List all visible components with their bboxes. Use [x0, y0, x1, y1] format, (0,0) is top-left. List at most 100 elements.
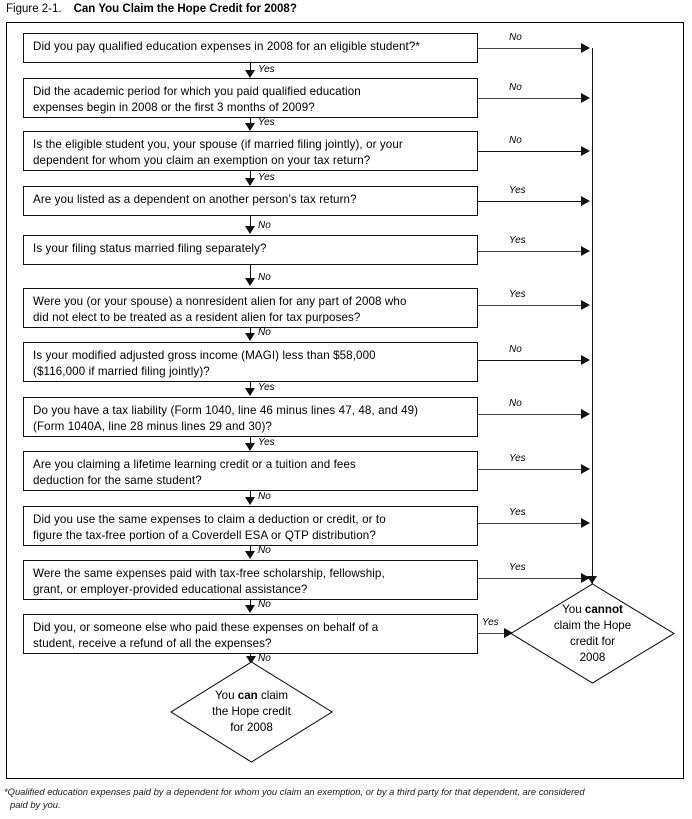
question-line: Did you pay qualified education expenses…: [33, 40, 421, 53]
arrow-right-icon: [581, 518, 590, 528]
arrow-right-icon: [504, 628, 513, 638]
figure-number: Figure 2-1.: [6, 3, 62, 15]
outcome-diamond-cannot[interactable]: You cannot claim the Hope credit for 200…: [510, 583, 675, 684]
arrow-right-icon: [581, 196, 590, 206]
branch-label-side-q12: Yes: [482, 617, 499, 628]
outcome-line-1-bold: cannot: [584, 602, 623, 616]
question-box-q2[interactable]: Did the academic period for which you pa…: [23, 78, 478, 118]
question-line: Were the same expenses paid with tax-fre…: [33, 567, 385, 580]
question-line: Is the eligible student you, your spouse…: [33, 138, 403, 151]
outcome-line-1-bold: can: [237, 689, 258, 702]
arrow-down-icon: [245, 443, 255, 451]
outcome-text-cannot: You cannot claim the Hope credit for 200…: [511, 584, 674, 683]
question-line: Did you, or someone else who paid these …: [33, 621, 379, 634]
question-line: did not elect to be treated as a residen…: [33, 311, 361, 324]
branch-label-down-q1: Yes: [258, 64, 275, 75]
question-line: Do you have a tax liability (Form 1040, …: [33, 404, 419, 417]
arrow-down-icon: [245, 551, 255, 559]
connector-side-q9: [478, 469, 584, 470]
question-box-q5[interactable]: Is your filing status married filing sep…: [23, 235, 478, 265]
question-line: Are you listed as a dependent on another…: [33, 193, 357, 206]
branch-label-down-q5: No: [258, 272, 271, 283]
branch-label-side-q5: Yes: [509, 235, 526, 246]
question-line: Were you (or your spouse) a nonresident …: [33, 295, 407, 308]
branch-label-down-q10: No: [258, 545, 271, 556]
connector-side-q7: [478, 360, 584, 361]
question-box-q3[interactable]: Is the eligible student you, your spouse…: [23, 131, 478, 171]
branch-label-down-q7: Yes: [258, 382, 275, 393]
branch-label-side-q9: Yes: [509, 453, 526, 464]
connector-down-q5: [250, 265, 251, 279]
arrow-down-icon: [245, 226, 255, 234]
question-line: Is your filing status married filing sep…: [33, 242, 267, 255]
connector-down-q7: [250, 382, 251, 390]
branch-label-side-q11: Yes: [509, 562, 526, 573]
arrow-down-icon: [246, 656, 256, 664]
connector-side-q5: [478, 251, 584, 252]
arrow-right-icon: [581, 573, 590, 583]
question-box-q7[interactable]: Is your modified adjusted gross income (…: [23, 342, 478, 382]
outcome-line-4: 2008: [579, 650, 606, 664]
arrow-right-icon: [581, 464, 590, 474]
arrow-down-icon: [245, 278, 255, 286]
question-line: deduction for the same student?: [33, 474, 202, 487]
branch-label-down-q3: Yes: [258, 172, 275, 183]
question-box-q12[interactable]: Did you, or someone else who paid these …: [23, 614, 478, 654]
question-box-q1[interactable]: Did you pay qualified education expenses…: [23, 33, 478, 63]
arrow-down-icon: [245, 605, 255, 613]
arrow-right-icon: [581, 355, 590, 365]
connector-side-q4: [478, 201, 584, 202]
question-box-q10[interactable]: Did you use the same expenses to claim a…: [23, 506, 478, 546]
branch-label-side-q1: No: [509, 32, 522, 43]
branch-label-side-q10: Yes: [509, 507, 526, 518]
outcome-line-1-pre: You: [562, 602, 585, 616]
branch-label-down-q11: No: [258, 599, 271, 610]
connector-right-trunk: [592, 48, 593, 585]
question-line: ($116,000 if married filing jointly)?: [33, 365, 210, 378]
question-line: expenses begin in 2008 or the first 3 mo…: [33, 101, 315, 114]
branch-label-side-q8: No: [509, 398, 522, 409]
question-box-q4[interactable]: Are you listed as a dependent on another…: [23, 186, 478, 216]
arrow-right-icon: [581, 246, 590, 256]
connector-side-q3: [478, 151, 584, 152]
branch-label-side-q7: No: [509, 344, 522, 355]
connector-down-q1: [250, 63, 251, 72]
arrow-down-icon: [245, 178, 255, 186]
question-line: grant, or employer-provided educational …: [33, 583, 308, 596]
figure-caption: Figure 2-1.Can You Claim the Hope Credit…: [6, 2, 666, 20]
diamond-shape-cannot: [510, 583, 675, 684]
branch-label-down-q4: No: [258, 220, 271, 231]
question-box-q8[interactable]: Do you have a tax liability (Form 1040, …: [23, 397, 478, 437]
outcome-line-2: claim the Hope: [553, 618, 632, 632]
question-line: Is your modified adjusted gross income (…: [33, 349, 376, 362]
question-line: Did the academic period for which you pa…: [33, 85, 361, 98]
question-box-q9[interactable]: Are you claiming a lifetime learning cre…: [23, 451, 478, 491]
branch-label-down-q6: No: [258, 327, 271, 338]
outcome-line-3: for 2008: [230, 721, 273, 734]
arrow-down-icon: [245, 388, 255, 396]
arrow-right-icon: [581, 43, 590, 53]
outcome-line-1-post: claim: [257, 689, 289, 702]
question-box-q11[interactable]: Were the same expenses paid with tax-fre…: [23, 560, 478, 600]
question-box-q6[interactable]: Were you (or your spouse) a nonresident …: [23, 288, 478, 328]
connector-side-q2: [478, 98, 584, 99]
branch-label-side-q3: No: [509, 135, 522, 146]
footnote-line-2: paid by you.: [10, 798, 61, 810]
connector-down-q8: [250, 437, 251, 444]
connector-side-q11: [478, 578, 584, 579]
arrow-right-icon: [581, 146, 590, 156]
branch-label-side-q6: Yes: [509, 289, 526, 300]
outcome-line-2: the Hope credit: [212, 705, 291, 718]
connector-side-q12: [478, 633, 511, 634]
outcome-diamond-can[interactable]: You can claim the Hope credit for 2008: [170, 661, 333, 763]
connector-side-q1: [478, 48, 584, 49]
question-line: dependent for whom you claim an exemptio…: [33, 154, 371, 167]
connector-down-q11: [250, 600, 251, 607]
arrow-right-icon: [581, 93, 590, 103]
arrow-down-icon: [245, 333, 255, 341]
outcome-line-3: credit for: [569, 634, 616, 648]
footnote: *Qualified education expenses paid by a …: [4, 786, 688, 811]
connector-down-q9: [250, 491, 251, 499]
arrow-down-icon: [245, 70, 255, 78]
arrow-down-icon: [245, 123, 255, 131]
